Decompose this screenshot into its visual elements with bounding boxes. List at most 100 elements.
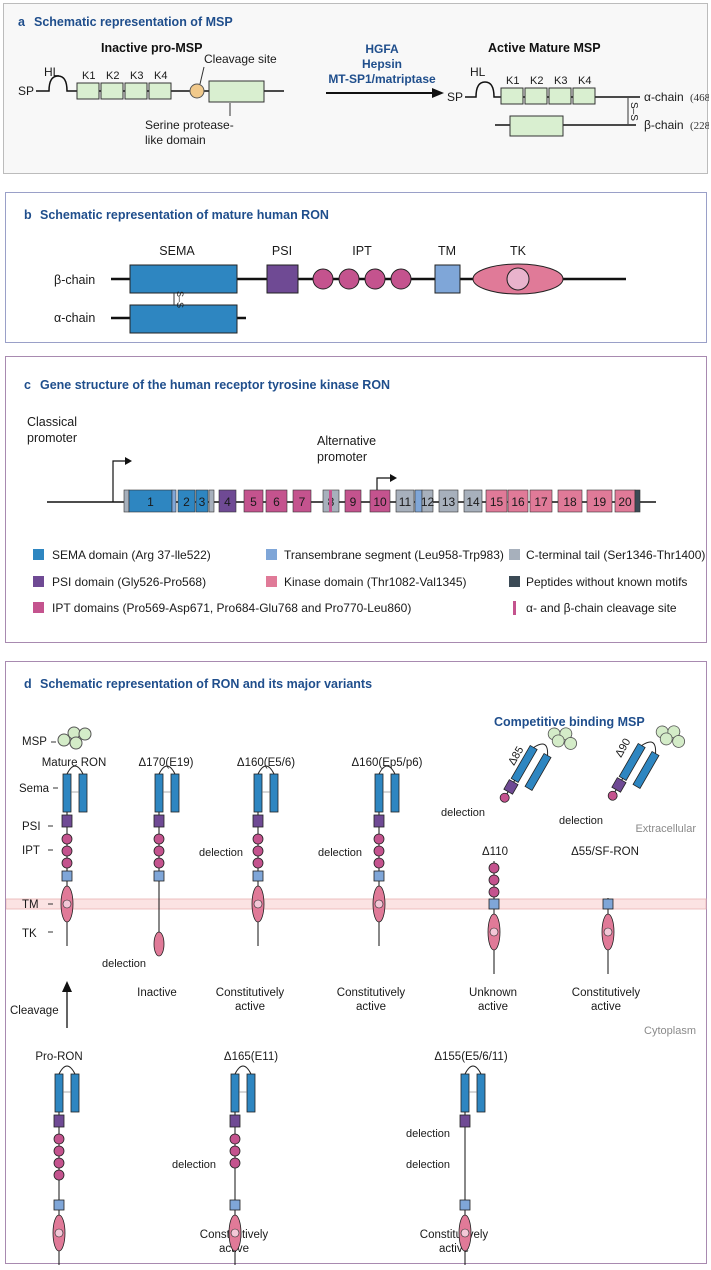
psi-domain	[153, 814, 165, 828]
sema-beta	[154, 773, 164, 813]
arrow-head-icon	[390, 474, 397, 482]
alpha-chain-label: α-chain	[54, 311, 95, 325]
exon-number: 15	[490, 495, 504, 509]
kringle-label: K1	[82, 70, 95, 82]
tm-domain	[459, 1199, 471, 1211]
psi-domain	[229, 1114, 241, 1128]
inactive-title: Inactive pro-MSP	[101, 41, 202, 55]
ipt-domain	[488, 862, 500, 874]
variant-status: active	[591, 1001, 621, 1013]
delection-label: delection	[406, 1159, 450, 1171]
row-pointers	[48, 787, 58, 933]
ipt-domain-3	[364, 268, 386, 290]
tk-atp-pocket	[489, 927, 499, 937]
serine-label-line2: like domain	[145, 133, 206, 147]
legend-label: Transembrane segment (Leu958-Trp983)	[284, 548, 504, 562]
alternative-promoter-arrow	[376, 477, 392, 492]
legend-label: α- and β-chain cleavage site	[526, 601, 677, 615]
beta-protease-domain	[509, 115, 564, 137]
sema-alpha	[70, 1073, 80, 1113]
enzyme-hgfa: HGFA	[365, 42, 399, 56]
variant-name-d160-e56: Δ160(E5/6)	[237, 757, 295, 769]
arrow-head-icon	[62, 981, 72, 992]
alternative-promoter-label: Alternative	[317, 434, 376, 448]
ipt-domain	[607, 790, 618, 801]
exon-number: 9	[350, 495, 357, 509]
ipt-domain	[53, 1133, 65, 1145]
variant-status: Constitutively	[337, 987, 406, 999]
row-label-psi: PSI	[22, 821, 41, 833]
delection-label: delection	[172, 1159, 216, 1171]
ipt-domain	[373, 833, 385, 845]
sema-loop	[66, 765, 84, 775]
kringle-label: K1	[506, 75, 519, 87]
kringle-2	[524, 87, 548, 105]
hl-label: HL	[44, 65, 60, 79]
msp-ball	[672, 735, 686, 748]
tk-atp-pocket	[506, 267, 530, 291]
kringle-1	[500, 87, 524, 105]
ron-schematic: b Schematic representation of mature hum…	[24, 208, 626, 334]
exon-number: 11	[399, 495, 412, 509]
receptor	[251, 765, 279, 946]
domain-label-tk: TK	[510, 244, 527, 258]
sema-alpha	[246, 1073, 256, 1113]
legend-swatch	[266, 576, 277, 587]
exon-number: 3	[199, 495, 206, 509]
tk-atp-pocket	[460, 1228, 470, 1238]
legend-label: SEMA domain (Arg 37-lle522)	[52, 548, 211, 562]
legend-swatch	[513, 601, 516, 615]
tk-atp-pocket	[253, 899, 263, 909]
sema-beta	[460, 1073, 470, 1113]
variant-name-d110: Δ110	[482, 846, 508, 858]
extracellular-label: Extracellular	[635, 823, 696, 835]
pro-msp-backbone	[36, 75, 284, 92]
tm-domain	[153, 870, 165, 882]
variant-name-d160-ep5p6: Δ160(Ep5/p6)	[352, 757, 423, 769]
exon-number: 16	[511, 495, 525, 509]
exon-block	[218, 489, 237, 513]
msp-label: MSP	[22, 736, 47, 748]
classical-promoter-label: promoter	[27, 431, 77, 445]
cleavage-label: Cleavage	[10, 1005, 59, 1017]
kringle-label: K3	[130, 70, 143, 82]
sema-beta	[374, 773, 384, 813]
kringle-2	[100, 82, 124, 100]
row-label-tm: TM	[22, 899, 39, 911]
ipt-domain	[229, 1157, 241, 1169]
kringle-label: K2	[530, 75, 543, 87]
panel-d: d Schematic representation of RON and it…	[5, 661, 707, 1265]
delection-label: delection	[199, 847, 243, 859]
exon-block	[586, 489, 613, 513]
delection-label: delection	[318, 847, 362, 859]
exon-block	[344, 489, 362, 513]
sema-beta	[618, 742, 646, 781]
legend-swatch	[509, 576, 520, 587]
msp-ball	[78, 727, 92, 741]
variant-name-d165: Δ165(E11)	[224, 1051, 278, 1063]
exon-block	[195, 489, 209, 513]
exon-block	[529, 489, 553, 513]
msp-ball	[551, 734, 565, 748]
cleavage-site-label: Cleavage site	[204, 52, 277, 66]
exon-number: 1	[147, 495, 154, 509]
domain-label-ipt: IPT	[352, 244, 372, 258]
sema-beta	[230, 1073, 240, 1113]
kringle-label: K4	[578, 75, 591, 87]
panel-title: Schematic representation of MSP	[34, 15, 233, 29]
tm-domain	[53, 1199, 65, 1211]
exon-row: 1234567891011121314151617181920	[123, 489, 641, 513]
tm-domain	[488, 898, 500, 910]
exon-number: 19	[593, 495, 607, 509]
tk-domain-truncated	[153, 931, 165, 957]
active-title: Active Mature MSP	[488, 41, 601, 55]
enzyme-hepsin: Hepsin	[362, 57, 402, 71]
legend: SEMA domain (Arg 37-lle522) Transembrane…	[33, 548, 705, 615]
ipt-domain	[53, 1145, 65, 1157]
exon-block	[171, 489, 177, 513]
sp-label: SP	[447, 90, 463, 104]
delection-label: delection	[102, 958, 146, 970]
kringle-3	[124, 82, 148, 100]
arrow-head-icon	[125, 457, 132, 465]
kringle-1	[76, 82, 100, 100]
